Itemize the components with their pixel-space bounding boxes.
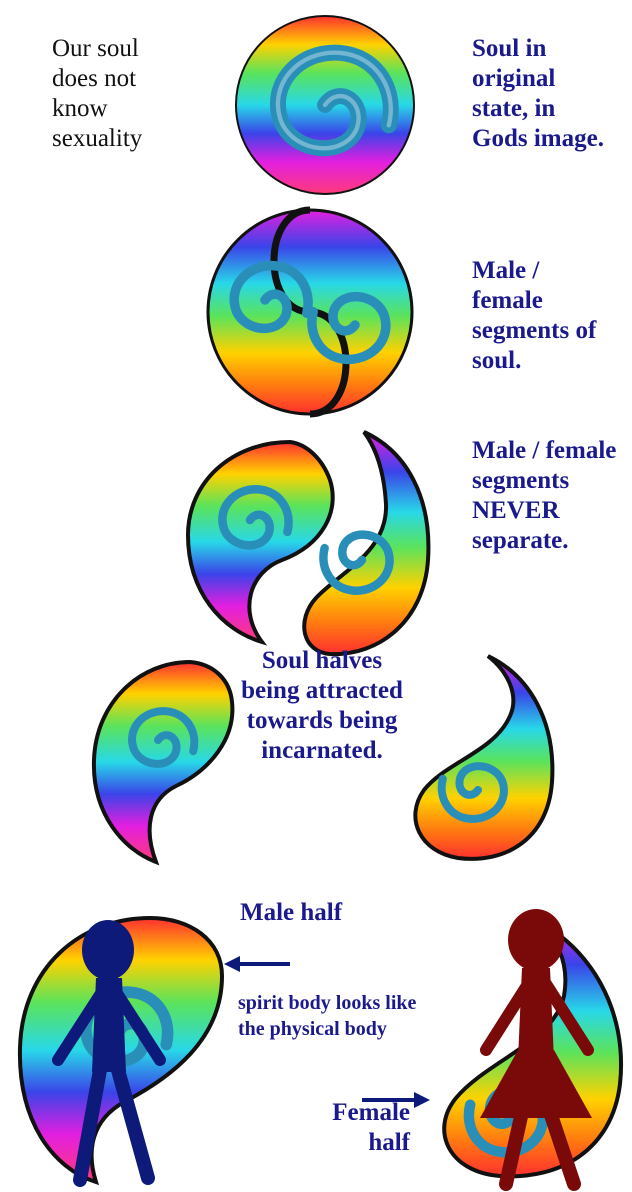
label-soul-no-sexuality: Our soul does not know sexuality	[52, 34, 184, 154]
soul-whole-circle	[236, 16, 414, 194]
male-half-arrow	[224, 956, 290, 972]
label-halves-attracted: Soul halves being attracted towards bein…	[232, 646, 412, 766]
soul-halves-close	[188, 432, 428, 654]
label-never-separate: Male / female segments NEVER separate.	[472, 436, 622, 556]
label-female-half: Female half	[310, 1098, 410, 1158]
label-spirit-body: spirit body looks like the physical body	[238, 990, 438, 1042]
label-male-half: Male half	[240, 898, 410, 928]
soul-segments-circle	[208, 210, 412, 414]
label-soul-original: Soul in original state, in Gods image.	[472, 34, 612, 154]
label-segments: Male / female segments of soul.	[472, 256, 612, 376]
